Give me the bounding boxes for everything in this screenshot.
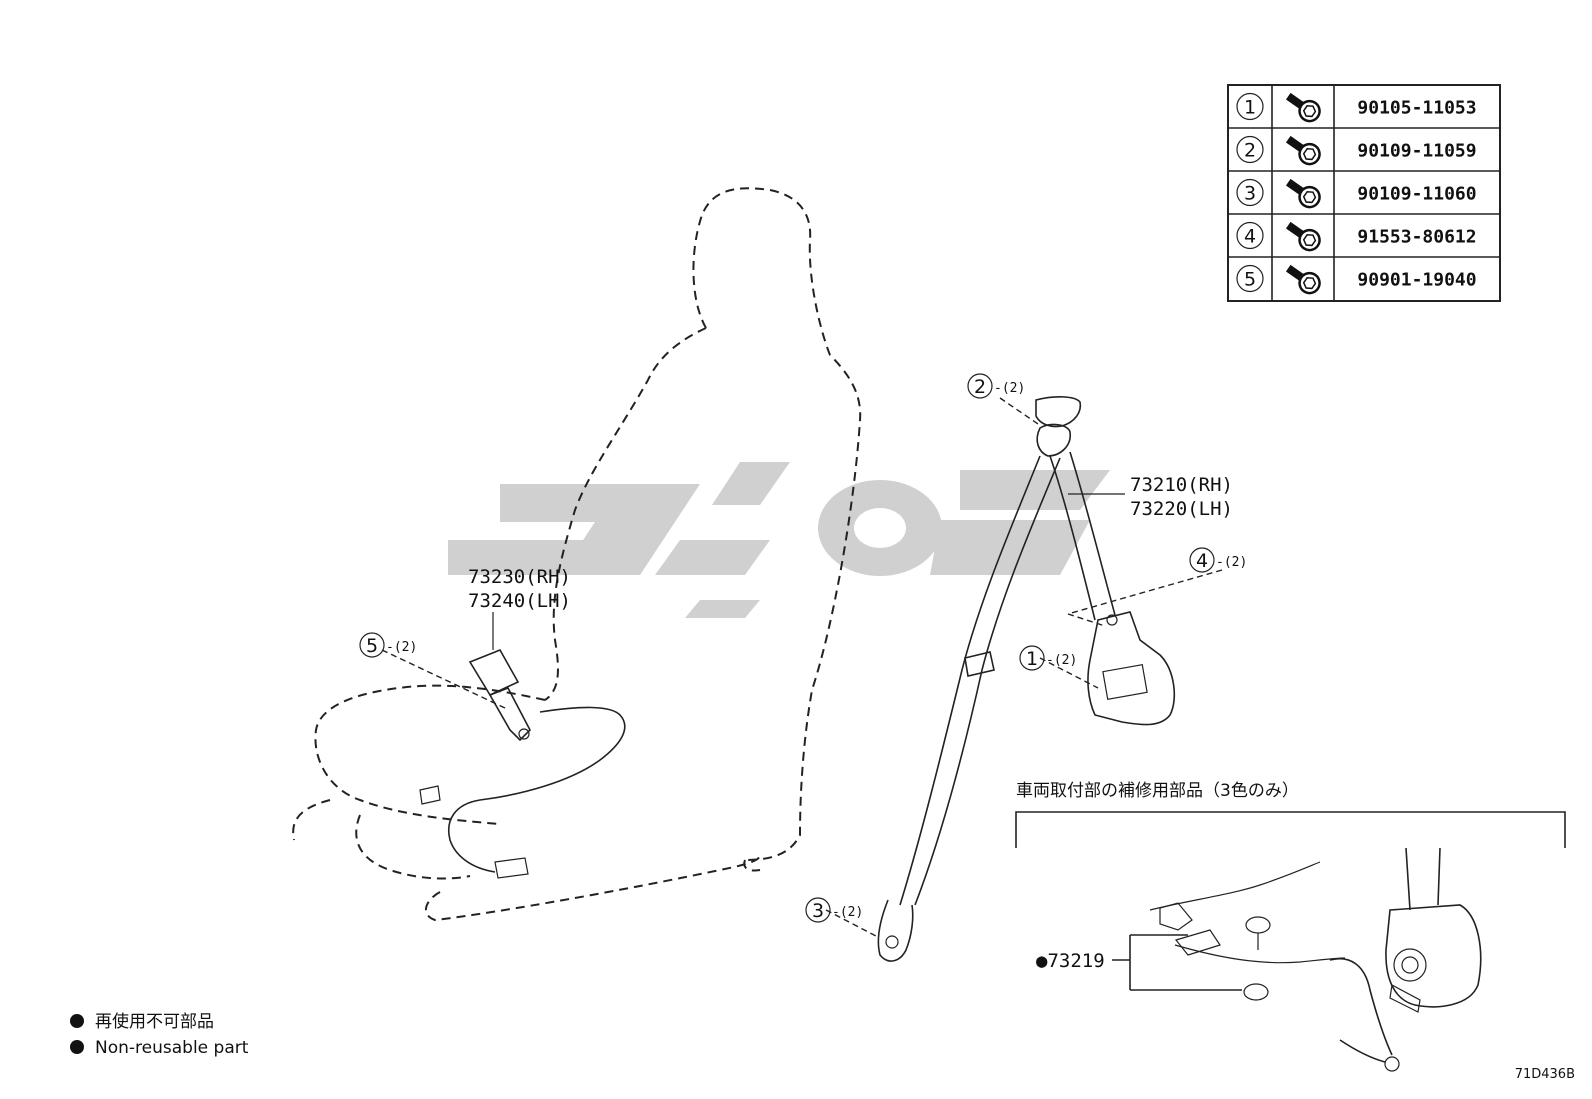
part-number: 90109-11059 [1357, 141, 1476, 162]
callout-2: 2 -(2) [967, 373, 1025, 399]
callout-4: 4 -(2) [1189, 547, 1247, 573]
index-circle [1236, 92, 1264, 121]
callout-3: 3 -(2) [805, 897, 863, 923]
bolt-icon [1285, 264, 1321, 295]
seat-outline [292, 187, 862, 922]
seat-belt-buckle [468, 612, 531, 742]
svg-text:3: 3 [812, 900, 824, 922]
parts-table-row: 5 90901-19040 [1236, 264, 1477, 295]
label-belt-lh: 73220(LH) [1130, 498, 1233, 520]
buckle-harness [419, 706, 626, 879]
repair-part-bracket [1112, 934, 1242, 991]
label-repair-part: ●73219 [1036, 950, 1105, 972]
svg-text:-(2): -(2) [386, 640, 417, 655]
inset-title: 車両取付部の補修用部品（3色のみ） [1016, 781, 1299, 801]
svg-text:-(2): -(2) [1216, 555, 1247, 570]
watermark-logo [448, 462, 1110, 618]
svg-text:1: 1 [1026, 648, 1038, 670]
index-circle [1236, 221, 1264, 250]
bolt-icon [1285, 135, 1321, 166]
parts-table-row: 2 90109-11059 [1236, 135, 1477, 166]
legend-en: Non-reusable part [95, 1038, 249, 1058]
row-index: 3 [1244, 183, 1256, 205]
row-index: 1 [1244, 97, 1256, 119]
callout-2-leader [999, 397, 1039, 425]
label-buckle-rh: 73230(RH) [468, 566, 571, 588]
parts-table-row: 1 90105-11053 [1236, 92, 1477, 123]
svg-text:2: 2 [974, 376, 986, 398]
legend-jp: 再使用不可部品 [95, 1011, 214, 1032]
callout-1: 1 -(2) [1019, 645, 1077, 671]
part-number: 91553-80612 [1357, 227, 1476, 248]
row-index: 2 [1244, 140, 1256, 162]
svg-text:-(2): -(2) [832, 905, 863, 920]
inset-retractor-drawing [1149, 847, 1482, 1072]
callout-5-leader [381, 649, 506, 709]
inset-bracket [1015, 811, 1566, 848]
parts-table-row: 4 91553-80612 [1236, 221, 1477, 252]
row-index: 5 [1244, 269, 1256, 291]
legend-bullet-icon [70, 1040, 84, 1054]
legend-bullet-icon [70, 1014, 84, 1028]
bolt-icon [1285, 178, 1321, 209]
callout-5: 5 -(2) [359, 632, 417, 658]
svg-text:5: 5 [366, 635, 378, 657]
index-circle [1236, 264, 1264, 293]
parts-table [1227, 84, 1501, 302]
index-circle [1236, 178, 1264, 207]
parts-table-row: 3 90109-11060 [1236, 178, 1477, 209]
index-circle [1236, 135, 1264, 164]
bolt-icon [1285, 221, 1321, 252]
callout-1-leader [1039, 657, 1099, 689]
svg-text:-(2): -(2) [1046, 653, 1077, 668]
row-index: 4 [1244, 226, 1256, 248]
part-number: 90105-11053 [1357, 98, 1476, 119]
svg-text:-(2): -(2) [994, 381, 1025, 396]
svg-text:4: 4 [1196, 550, 1208, 572]
seat-belt-assembly [877, 396, 1176, 962]
part-number: 90109-11060 [1357, 184, 1476, 205]
part-number: 90901-19040 [1357, 270, 1476, 291]
watermark-logo-hole [854, 508, 906, 548]
parts-table-rows: 1 90105-11053 2 90109-11059 3 90109-11060 4 915… [1236, 92, 1477, 295]
bolt-icon [1285, 92, 1321, 123]
figure-code: 71D436B [1515, 1067, 1575, 1082]
label-belt-rh: 73210(RH) [1130, 474, 1233, 496]
callout-4-leader [1067, 569, 1223, 627]
label-buckle-lh: 73240(LH) [468, 590, 571, 612]
